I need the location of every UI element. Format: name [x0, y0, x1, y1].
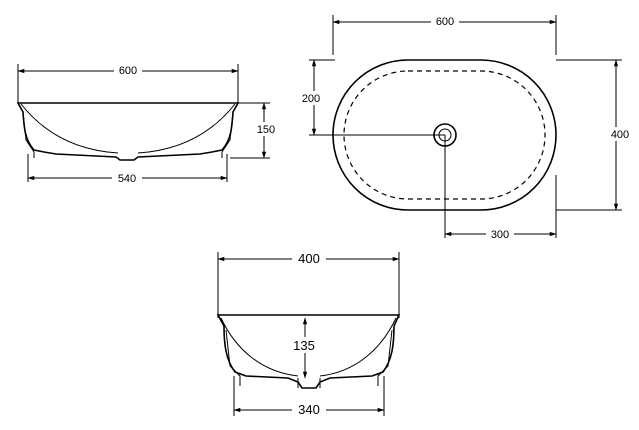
drain-y-label: 200 — [302, 93, 320, 105]
top-width-label: 600 — [436, 16, 454, 28]
top-height-label: 400 — [611, 129, 629, 141]
side-base-label: 540 — [118, 173, 136, 185]
side-view: 600 150 540 — [16, 63, 276, 185]
front-basin-outline — [216, 314, 401, 389]
front-height-label: 135 — [293, 338, 315, 353]
front-base-label: 340 — [298, 402, 320, 417]
front-width-label: 400 — [298, 251, 320, 266]
side-height-label: 150 — [257, 124, 275, 136]
front-view: 400 135 340 — [216, 251, 401, 418]
side-width-label: 600 — [119, 65, 137, 77]
drain-x-label: 300 — [491, 229, 509, 241]
top-view: 600 200 400 300 — [300, 14, 632, 241]
